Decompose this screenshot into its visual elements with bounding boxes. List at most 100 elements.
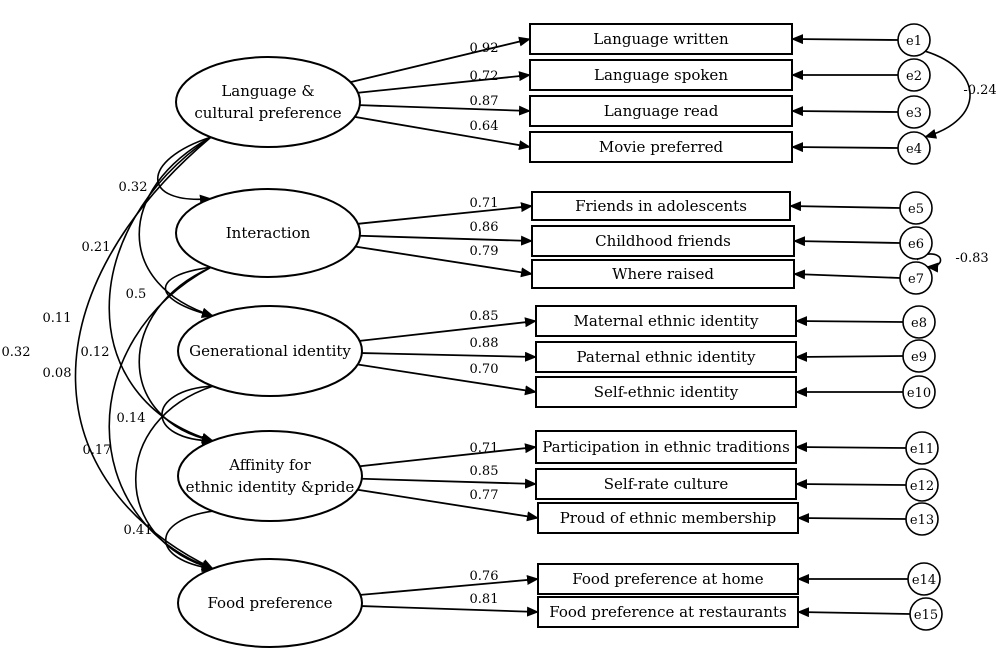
indicator-11-box	[535, 430, 797, 464]
loading-3-value: 0.87	[470, 94, 499, 109]
factor-correlation-1-value: 0.32	[119, 180, 148, 195]
factor-3-label: Generational identity	[189, 342, 351, 360]
indicator-12-box	[535, 468, 797, 500]
indicator-3-box	[529, 95, 793, 127]
factor-correlation-8-value: 0.14	[117, 411, 146, 426]
indicator-9-label: Paternal ethnic identity	[576, 348, 756, 366]
loading-13-value: 0.77	[470, 488, 499, 503]
factor-correlation-6-curve	[138, 258, 224, 444]
loading-5-arrow	[357, 202, 533, 225]
indicator-15-box	[537, 596, 799, 628]
error-correlation-1-curve	[913, 43, 971, 139]
indicator-1-box	[529, 23, 793, 55]
error-15-circle	[909, 597, 943, 631]
loading-14-value: 0.76	[470, 569, 499, 584]
error-9-arrow	[795, 351, 904, 362]
factor-correlation-8-curve	[161, 380, 225, 446]
indicator-7-box	[531, 259, 795, 289]
loading-1-value: 0.92	[470, 41, 499, 56]
indicator-8-label: Maternal ethnic identity	[573, 312, 759, 330]
factor-correlation-9-value: 0.17	[83, 443, 112, 458]
indicator-6-label: Childhood friends	[595, 232, 731, 250]
loading-2-value: 0.72	[470, 69, 499, 84]
loading-3-arrow	[359, 104, 531, 116]
factor-correlation-5-value: 0.5	[126, 287, 147, 302]
loading-4-arrow	[354, 116, 531, 151]
indicator-5-label: Friends in adolescents	[575, 197, 747, 215]
error-8-arrow	[795, 316, 904, 327]
error-6-arrow	[793, 236, 901, 247]
factor-correlation-2-curve	[138, 127, 224, 318]
loading-9-arrow	[361, 351, 537, 362]
indicator-4-box	[529, 131, 793, 163]
indicator-3-label: Language read	[604, 102, 719, 120]
loading-1-arrow	[350, 36, 531, 84]
error-3-circle	[897, 95, 931, 129]
indicator-5-box	[531, 191, 791, 221]
indicator-10-label: Self-ethnic identity	[594, 383, 739, 401]
error-correlation-1-value: -0.24	[963, 83, 996, 98]
factor-correlation-7-value: 0.08	[43, 366, 72, 381]
loading-7-arrow	[355, 245, 533, 278]
error-10-label: e10	[907, 386, 931, 401]
error-4-circle	[897, 131, 931, 165]
factor-2-label: Interaction	[226, 224, 311, 242]
error-12-label: e12	[910, 479, 934, 494]
factor-correlation-9-curve	[135, 377, 225, 571]
error-14-circle	[907, 562, 941, 596]
indicator-2-label: Language spoken	[594, 66, 728, 84]
loading-9-value: 0.88	[470, 336, 499, 351]
loading-11-value: 0.71	[470, 441, 499, 456]
error-13-arrow	[797, 513, 907, 524]
error-12-circle	[905, 468, 939, 502]
factor-correlation-6-value: 0.12	[81, 345, 110, 360]
error-5-label: e5	[908, 202, 924, 217]
loading-8-arrow	[359, 317, 537, 342]
error-4-arrow	[791, 142, 899, 153]
loading-14-arrow	[360, 575, 539, 596]
error-15-label: e15	[914, 608, 938, 623]
indicator-13-box	[537, 502, 799, 534]
factor-correlation-3-value: 0.11	[43, 311, 72, 326]
error-9-label: e9	[911, 350, 927, 365]
error-1-arrow	[791, 34, 899, 45]
loading-12-value: 0.85	[470, 464, 499, 479]
error-8-label: e8	[911, 316, 927, 331]
error-7-label: e7	[908, 272, 924, 287]
loading-15-arrow	[361, 605, 539, 617]
error-7-arrow	[793, 269, 901, 280]
loading-12-arrow	[361, 477, 537, 489]
error-4-label: e4	[906, 142, 922, 157]
loading-2-arrow	[357, 71, 531, 94]
loading-13-arrow	[357, 488, 539, 522]
error-2-circle	[897, 58, 931, 92]
error-11-arrow	[795, 442, 907, 453]
indicator-14-label: Food preference at home	[572, 570, 764, 588]
error-7-circle	[899, 261, 933, 295]
loading-4-value: 0.64	[470, 119, 499, 134]
error-11-circle	[905, 431, 939, 465]
indicator-11-label: Participation in ethnic traditions	[542, 438, 790, 456]
indicator-13-label: Proud of ethnic membership	[560, 509, 777, 527]
error-6-circle	[899, 226, 933, 260]
error-14-label: e14	[912, 573, 936, 588]
error-12-arrow	[795, 479, 907, 490]
error-9-circle	[902, 339, 936, 373]
error-13-label: e13	[910, 513, 934, 528]
factor-correlation-1-curve	[156, 128, 223, 205]
error-3-label: e3	[906, 106, 922, 121]
indicator-6-box	[531, 225, 795, 257]
loading-10-value: 0.70	[470, 362, 499, 377]
factor-1-label: Language &	[221, 82, 314, 100]
factor-4-label: Affinity for	[228, 456, 311, 474]
loading-6-value: 0.86	[470, 220, 499, 235]
error-6-label: e6	[908, 237, 924, 252]
indicator-2-box	[529, 59, 793, 91]
factor-2-ellipse	[175, 188, 361, 278]
factor-3-ellipse	[177, 305, 363, 397]
error-1-circle	[897, 23, 931, 57]
error-10-circle	[902, 375, 936, 409]
indicator-8-box	[535, 305, 797, 337]
error-2-label: e2	[906, 69, 922, 84]
factor-4-ellipse	[177, 430, 363, 522]
